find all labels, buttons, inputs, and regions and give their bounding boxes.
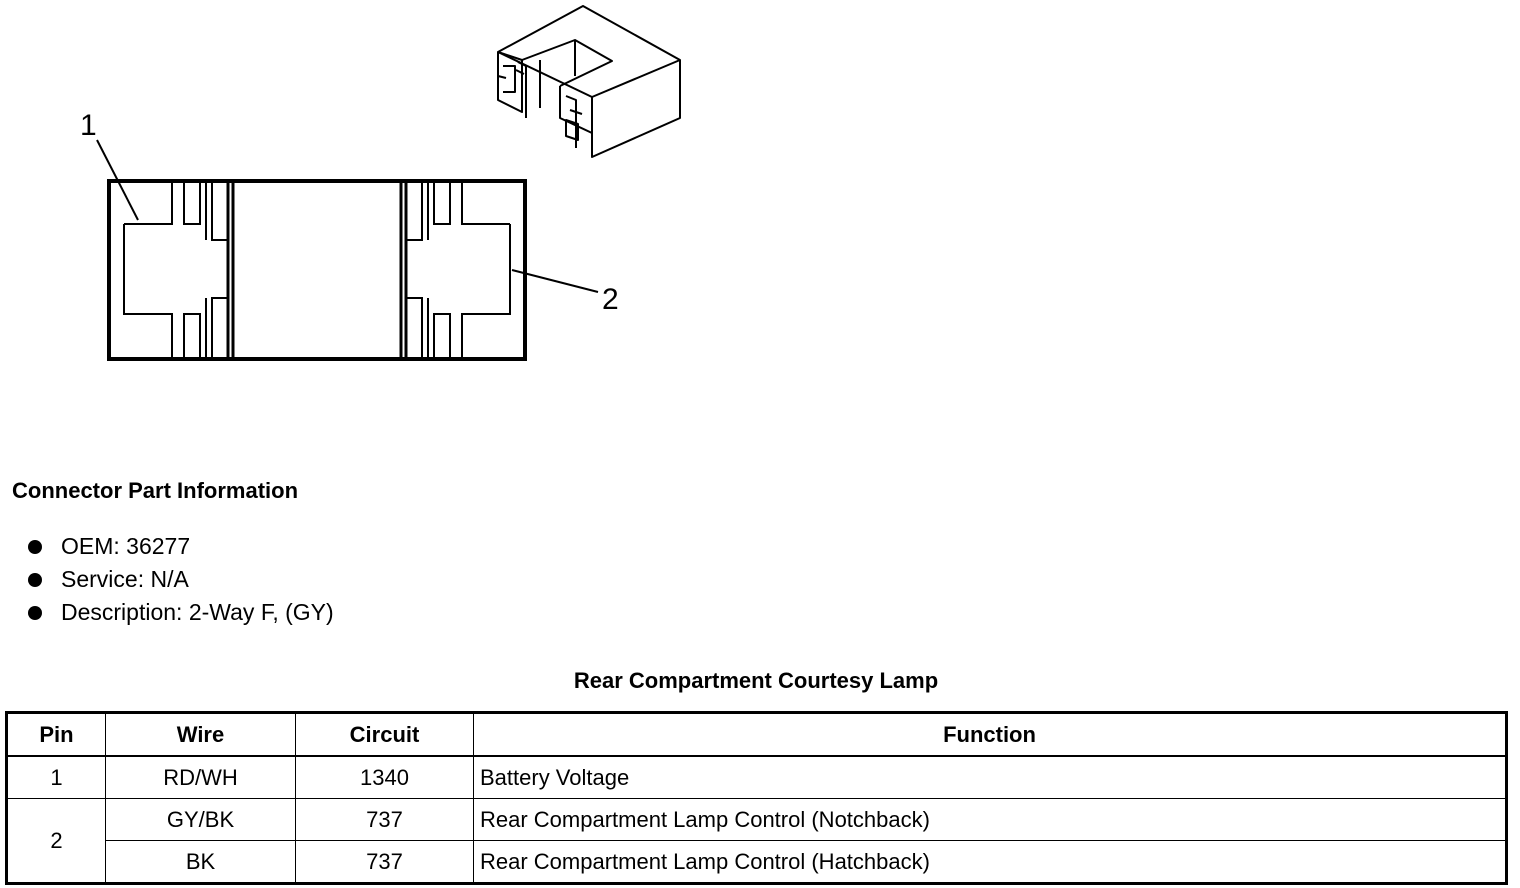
callout-1-label: 1 [80,109,97,142]
oem-info: OEM: 36277 [61,533,191,559]
callout-2-leader [511,269,599,293]
circuit-cell: 737 [295,798,474,841]
pin-1-cavity [123,181,228,359]
connector-face-view [107,179,527,361]
bullet-icon [28,539,42,554]
pin-table: Pin Wire Circuit Function 1 RD/WH 1340 B… [5,711,1508,885]
table-row: BK 737 Rear Compartment Lamp Control (Ha… [7,840,1507,884]
header-wire: Wire [105,712,296,757]
connector-3d-illustration [497,5,681,158]
callout-1-leader [96,139,139,221]
function-cell: Rear Compartment Lamp Control (Hatchback… [473,840,1507,884]
list-item: OEM: 36277 [28,530,334,563]
connector-diagram: 1 2 [80,5,681,361]
function-cell: Battery Voltage [473,755,1507,799]
bullet-icon [28,572,42,587]
wire-cell: GY/BK [105,798,296,841]
bullet-icon [28,605,42,620]
header-circuit: Circuit [295,712,474,757]
table-title: Rear Compartment Courtesy Lamp [573,668,939,693]
connector-info-list: OEM: 36277 Service: N/A Description: 2-W… [28,530,334,629]
service-info: Service: N/A [61,566,189,592]
callout-2-label: 2 [602,283,619,316]
pin-cell: 2 [6,798,106,884]
pin-cell: 1 [6,755,106,799]
pin-2-cavity [406,181,511,359]
list-item: Description: 2-Way F, (GY) [28,596,334,629]
description-info: Description: 2-Way F, (GY) [61,599,334,625]
table-row: 2 GY/BK 737 Rear Compartment Lamp Contro… [6,798,1507,884]
wire-cell: RD/WH [105,755,296,799]
section-heading: Connector Part Information [12,478,299,503]
circuit-cell: 737 [295,840,474,884]
table-row: 1 RD/WH 1340 Battery Voltage [6,755,1507,799]
list-item: Service: N/A [28,563,334,596]
wire-cell: BK [105,840,296,884]
circuit-cell: 1340 [295,755,474,799]
function-cell: Rear Compartment Lamp Control (Notchback… [473,798,1507,841]
header-function: Function [473,712,1507,757]
table-header-row: Pin Wire Circuit Function [6,712,1507,757]
header-pin: Pin [6,712,106,757]
